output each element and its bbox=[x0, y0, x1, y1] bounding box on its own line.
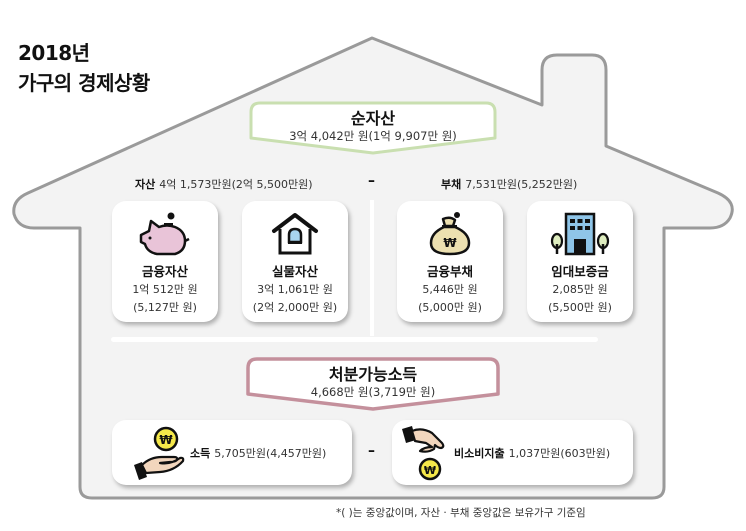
footnote: *( )는 중앙값이며, 자산 · 부채 중앙값은 보유가구 기준임 bbox=[336, 507, 586, 519]
card-median: (5,127만 원) bbox=[133, 301, 197, 314]
card-name: 실물자산 bbox=[271, 264, 318, 279]
income-value: 5,705만원(4,457만원) bbox=[214, 447, 327, 460]
svg-text:₩: ₩ bbox=[424, 464, 436, 477]
hand-dropping-coin-icon: ₩ bbox=[402, 426, 445, 481]
card-value: 3억 1,061만 원 bbox=[257, 283, 333, 296]
assets-summary-label: 자산 bbox=[135, 178, 156, 191]
page-title: 2018년 가구의 경제상황 bbox=[18, 38, 150, 98]
card-real-assets: 실물자산 3억 1,061만 원 (2억 2,000만 원) bbox=[242, 201, 348, 322]
card-financial-assets: 금융자산 1억 512만 원 (5,127만 원) bbox=[112, 201, 218, 322]
office-building-icon bbox=[527, 211, 633, 257]
net-assets-banner: 순자산 3억 4,042만 원(1억 9,907만 원) bbox=[248, 100, 498, 156]
card-value: 5,446만 원 bbox=[422, 283, 478, 296]
minus-sign: – bbox=[368, 173, 375, 189]
piggy-bank-icon bbox=[112, 211, 218, 257]
net-assets-label: 순자산 bbox=[350, 109, 396, 128]
card-rental-deposit: 임대보증금 2,085만 원 (5,500만 원) bbox=[527, 201, 633, 322]
money-bag-won-icon: ₩ bbox=[397, 211, 503, 257]
svg-text:₩: ₩ bbox=[159, 433, 173, 447]
card-name: 임대보증금 bbox=[551, 264, 609, 279]
net-assets-value: 3억 4,042만 원(1억 9,907만 원) bbox=[289, 129, 457, 143]
disposable-income-label: 처분가능소득 bbox=[328, 365, 418, 384]
card-name: 금융자산 bbox=[141, 264, 188, 279]
horizontal-divider bbox=[111, 337, 598, 342]
hand-receiving-coin-icon: ₩ bbox=[134, 426, 185, 480]
title-year: 2018년 bbox=[18, 41, 90, 65]
house-icon bbox=[242, 211, 348, 257]
banner-arrow-shape bbox=[249, 101, 497, 155]
card-median: (5,500만 원) bbox=[548, 301, 612, 314]
card-financial-liabilities: ₩ 금융부채 5,446만 원 (5,000만 원) bbox=[397, 201, 503, 322]
disposable-income-banner: 처분가능소득 4,668만 원(3,719만 원) bbox=[245, 356, 501, 412]
svg-text:₩: ₩ bbox=[443, 236, 457, 250]
disposable-income-value: 4,668만 원(3,719만 원) bbox=[310, 385, 436, 399]
banner-arrow-shape bbox=[246, 357, 500, 411]
liabilities-summary-value: 7,531만원(5,252만원) bbox=[465, 178, 578, 191]
vertical-divider bbox=[370, 200, 374, 336]
card-median: (5,000만 원) bbox=[418, 301, 482, 314]
card-value: 1억 512만 원 bbox=[132, 283, 198, 296]
income-label: 소득 bbox=[190, 447, 211, 460]
card-name: 금융부채 bbox=[426, 264, 473, 279]
non-consumption-value: 1,037만원(603만원) bbox=[508, 447, 611, 460]
card-value: 2,085만 원 bbox=[552, 283, 608, 296]
assets-summary-value: 4억 1,573만원(2억 5,500만원) bbox=[159, 178, 313, 191]
non-consumption-label: 비소비지출 bbox=[454, 447, 505, 460]
liabilities-summary-label: 부채 bbox=[441, 178, 462, 191]
title-subject: 가구의 경제상황 bbox=[18, 71, 150, 95]
card-median: (2억 2,000만 원) bbox=[252, 301, 338, 314]
minus-sign-income: – bbox=[368, 443, 375, 459]
